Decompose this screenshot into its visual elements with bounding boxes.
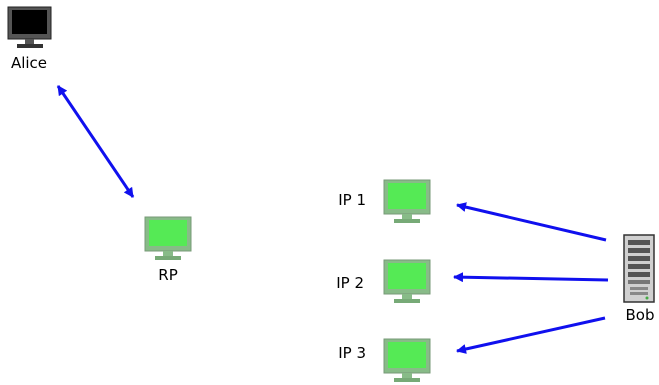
node-alice: Alice <box>7 6 52 72</box>
monitor-icon <box>383 179 431 223</box>
node-ip2: IP 2 <box>336 259 431 303</box>
node-label-ip3: IP 3 <box>338 344 366 362</box>
node-label-alice: Alice <box>11 54 47 72</box>
edge-bob-ip2 <box>453 272 609 283</box>
monitor-icon <box>383 338 431 382</box>
edge-bob-ip1 <box>456 202 607 242</box>
node-label-ip2: IP 2 <box>336 274 364 292</box>
monitor-icon <box>144 216 192 260</box>
edge-bob-ip3 <box>456 316 606 354</box>
monitor-icon <box>383 259 431 303</box>
monitor-icon <box>7 6 52 48</box>
node-ip3: IP 3 <box>338 338 431 382</box>
node-bob: Bob <box>623 234 655 324</box>
edges <box>56 85 609 354</box>
edge-alice-rp <box>56 85 135 198</box>
node-rp: RP <box>144 216 192 284</box>
node-ip1: IP 1 <box>338 179 431 223</box>
node-label-ip1: IP 1 <box>338 191 366 209</box>
node-label-bob: Bob <box>626 306 655 324</box>
node-label-rp: RP <box>158 266 177 284</box>
server-tower-icon <box>623 234 655 303</box>
